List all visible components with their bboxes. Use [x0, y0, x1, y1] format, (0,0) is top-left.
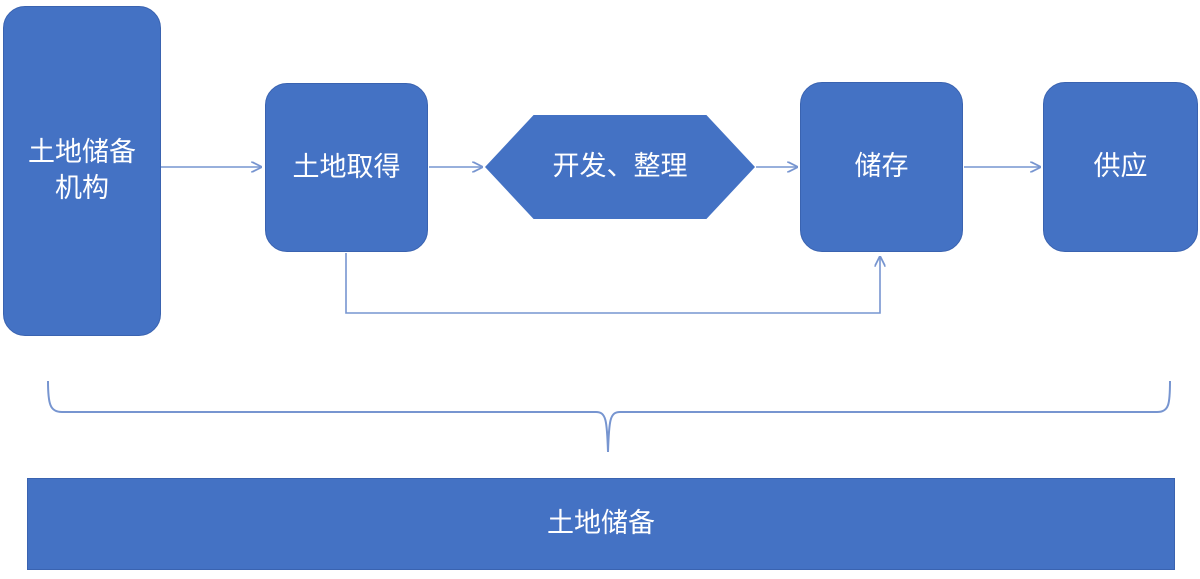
node-label: 土地储备 机构: [28, 137, 136, 203]
node-land-acquisition[interactable]: 土地取得: [265, 83, 428, 252]
summary-brace: [47, 380, 1171, 453]
node-label: 供应: [1093, 151, 1148, 182]
node-label: 土地储备: [547, 508, 655, 539]
hexagon-shape: [485, 115, 755, 219]
connector-acquire-to-store-bypass: [345, 253, 880, 314]
node-label: 开发、整理: [552, 151, 688, 182]
node-land-reserve-agency[interactable]: 土地储备 机构: [3, 6, 161, 336]
node-storage[interactable]: 储存: [800, 82, 963, 252]
node-label: 储存: [854, 151, 909, 182]
node-land-reserve-summary-bar[interactable]: 土地储备: [27, 478, 1175, 570]
node-label: 土地取得: [292, 151, 401, 182]
node-development-consolidation[interactable]: 开发、整理: [485, 115, 755, 219]
node-supply[interactable]: 供应: [1043, 82, 1198, 252]
